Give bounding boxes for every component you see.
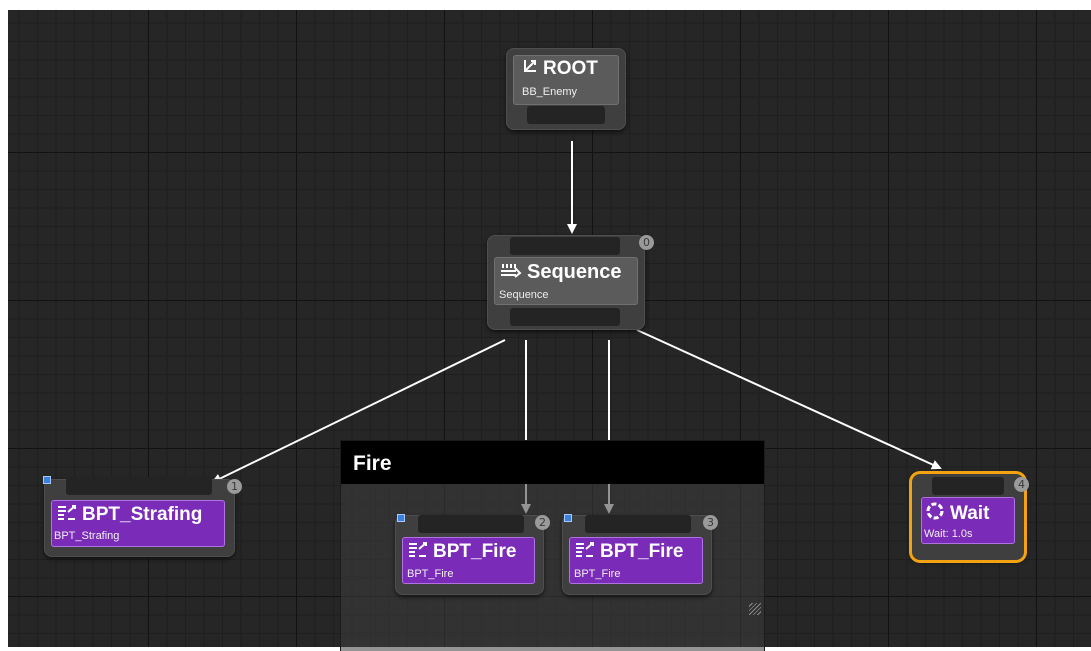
sequence-input-pin[interactable] [510, 237, 620, 255]
fire-3-node-subtitle: BPT_Fire [574, 568, 621, 580]
root-node-subtitle: BB_Enemy [522, 86, 578, 98]
sequence-node-panel: Sequence Sequence [494, 257, 638, 305]
wait-node-subtitle: Wait: 1.0s [924, 528, 973, 540]
blueprint-marker-icon [564, 514, 572, 522]
blueprint-marker-icon [43, 476, 51, 484]
comment-resize-grip[interactable] [749, 603, 761, 615]
task-node-fire-2[interactable]: 2 BPT_Fire BPT_Fire [395, 514, 550, 595]
fire-2-index-badge: 2 [535, 515, 550, 530]
task-node-strafing[interactable]: 1 BPT_Strafing BPT_Strafing [43, 476, 242, 557]
sequence-node[interactable]: 0 Sequence Sequence [487, 235, 654, 330]
task-node-wait[interactable]: 4 Wait Wait: 1.0s [912, 474, 1029, 560]
wire-sequence-wait [636, 329, 942, 470]
comment-title[interactable]: Fire [341, 441, 764, 484]
fire-3-input-pin[interactable] [585, 515, 691, 533]
fire-3-node-title-row: BPT_Fire [575, 541, 683, 563]
wait-node-title: Wait [950, 503, 990, 524]
task-icon [57, 504, 77, 526]
task-icon [408, 541, 428, 563]
root-node-title: ROOT [543, 58, 598, 79]
sequence-node-subtitle: Sequence [499, 289, 549, 301]
fire-2-node-panel: BPT_Fire BPT_Fire [402, 537, 535, 584]
fire-2-input-pin[interactable] [418, 515, 524, 533]
sequence-node-title-row: Sequence [500, 261, 621, 284]
wait-index-badge: 4 [1014, 477, 1029, 492]
fire-2-node-subtitle: BPT_Fire [407, 568, 454, 580]
root-node-panel: ROOT BB_Enemy [513, 55, 619, 105]
fire-3-node-panel: BPT_Fire BPT_Fire [569, 537, 703, 584]
strafing-node-title: BPT_Strafing [82, 504, 203, 525]
fire-2-node-title-row: BPT_Fire [408, 541, 516, 563]
fire-3-node-title: BPT_Fire [600, 541, 684, 562]
root-icon [522, 58, 538, 80]
task-icon [575, 541, 595, 563]
strafing-node-title-row: BPT_Strafing [57, 504, 202, 526]
sequence-output-pin[interactable] [510, 308, 620, 326]
task-node-fire-3[interactable]: 3 BPT_Fire BPT_Fire [562, 514, 718, 595]
root-node[interactable]: ROOT BB_Enemy [506, 48, 626, 130]
fire-2-node-title: BPT_Fire [433, 541, 517, 562]
strafing-index-badge: 1 [227, 479, 242, 494]
wait-node-panel: Wait Wait: 1.0s [921, 497, 1015, 544]
strafing-node-panel: BPT_Strafing BPT_Strafing [51, 500, 225, 547]
strafing-node-subtitle: BPT_Strafing [54, 530, 120, 542]
strafing-input-pin[interactable] [66, 477, 212, 495]
fire-3-index-badge: 3 [703, 515, 718, 530]
wait-node-title-row: Wait [925, 501, 989, 527]
root-node-title-row: ROOT [522, 58, 598, 80]
sequence-index-badge: 0 [639, 235, 654, 250]
wire-sequence-strafing [211, 339, 506, 483]
sequence-icon [500, 261, 522, 284]
blueprint-marker-icon [397, 514, 405, 522]
wait-icon [925, 501, 945, 527]
root-output-pin[interactable] [527, 106, 605, 124]
wait-input-pin[interactable] [932, 477, 1004, 495]
sequence-node-title: Sequence [527, 261, 622, 283]
